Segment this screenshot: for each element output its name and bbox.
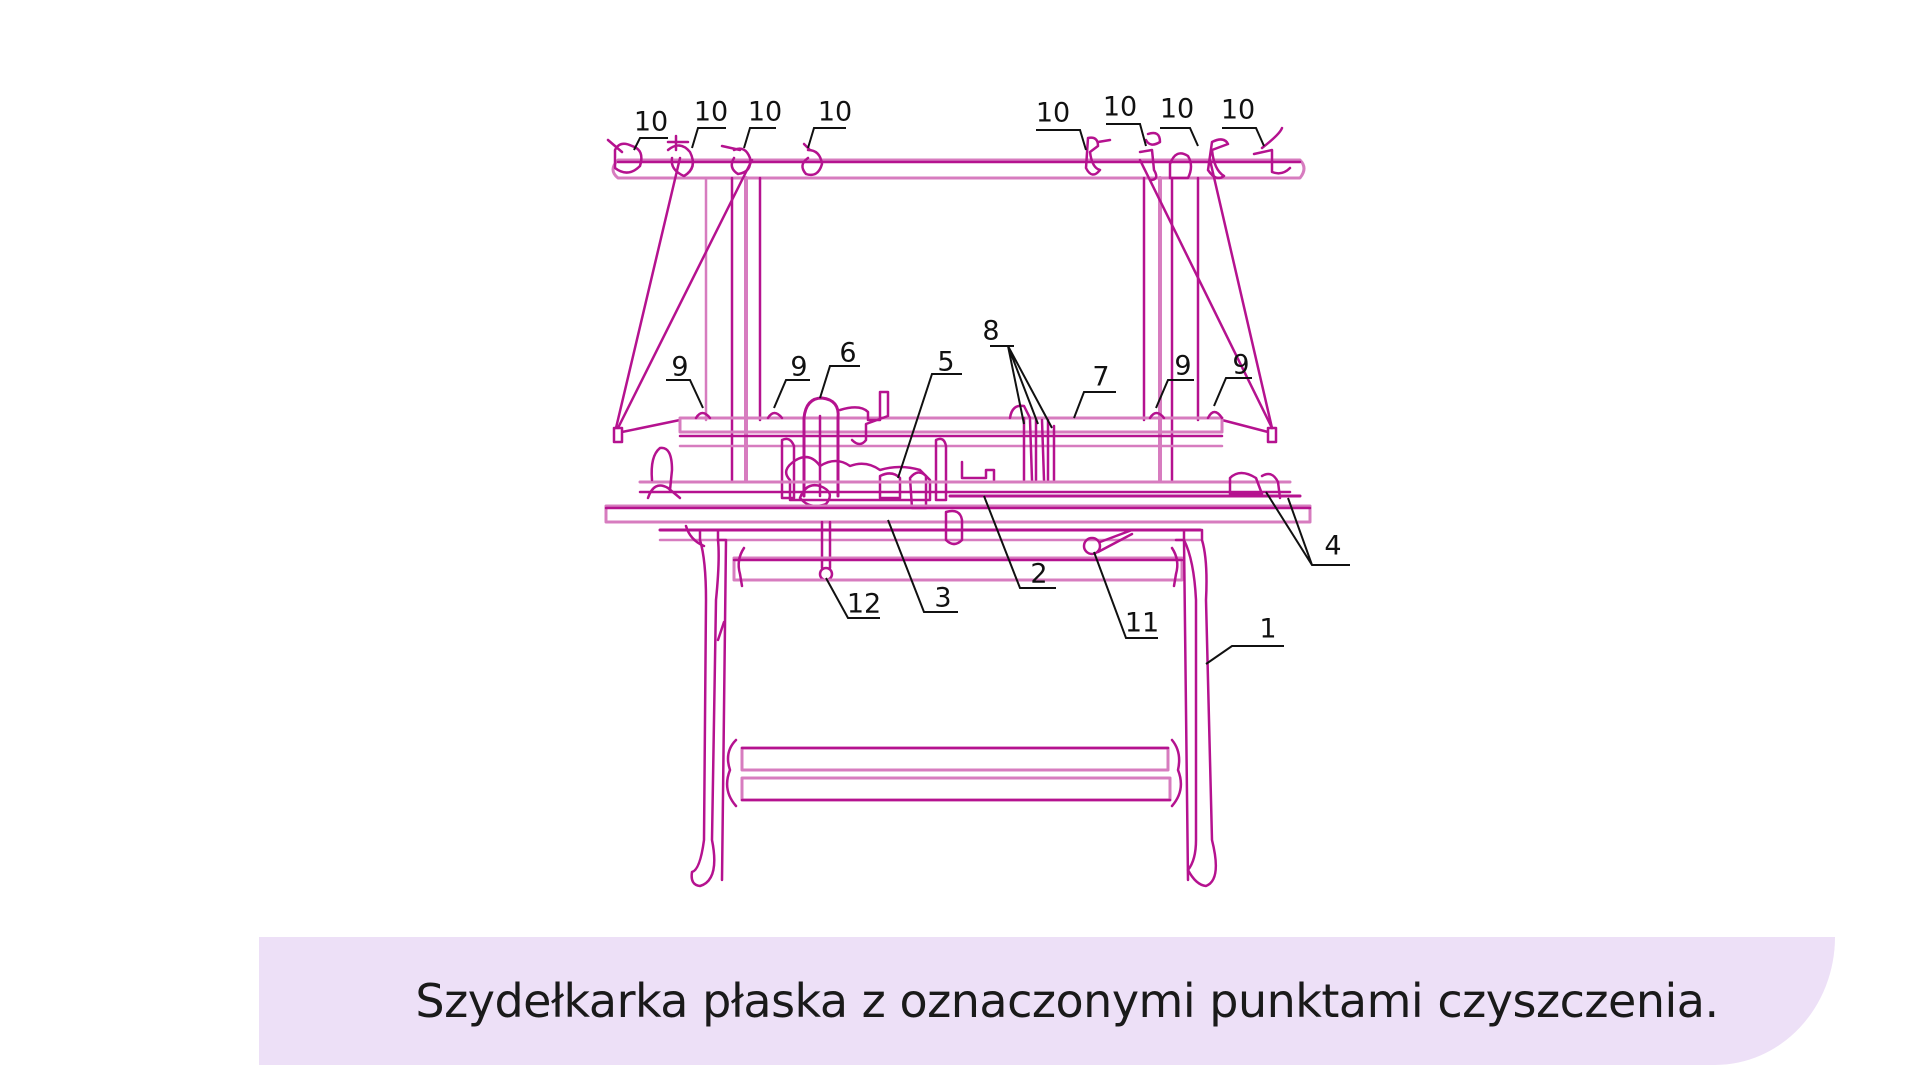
label-9: 9: [790, 351, 808, 383]
caption-text: Szydełkarka płaska z oznaczonymi punktam…: [415, 974, 1719, 1028]
label-12: 12: [846, 588, 882, 620]
figure-caption: Szydełkarka płaska z oznaczonymi punktam…: [259, 937, 1835, 1065]
label-10: 10: [1035, 97, 1071, 129]
label-3: 3: [934, 582, 952, 614]
label-4: 4: [1324, 530, 1342, 562]
label-8: 8: [982, 315, 1000, 347]
label-10: 10: [633, 106, 669, 138]
label-9: 9: [1174, 350, 1192, 382]
label-9: 9: [671, 351, 689, 383]
label-10: 10: [817, 96, 853, 128]
label-11: 11: [1124, 607, 1160, 639]
legs: [684, 524, 1218, 888]
label-7: 7: [1092, 361, 1110, 393]
label-10: 10: [693, 96, 729, 128]
label-5: 5: [937, 346, 955, 378]
label-9: 9: [1232, 349, 1250, 381]
label-6: 6: [839, 337, 857, 369]
label-10: 10: [747, 96, 783, 128]
label-2: 2: [1030, 558, 1048, 590]
label-10: 10: [1159, 93, 1195, 125]
thread-guides: [606, 126, 1292, 182]
label-10: 10: [1220, 94, 1256, 126]
label-10: 10: [1102, 91, 1138, 123]
label-1: 1: [1259, 613, 1277, 645]
